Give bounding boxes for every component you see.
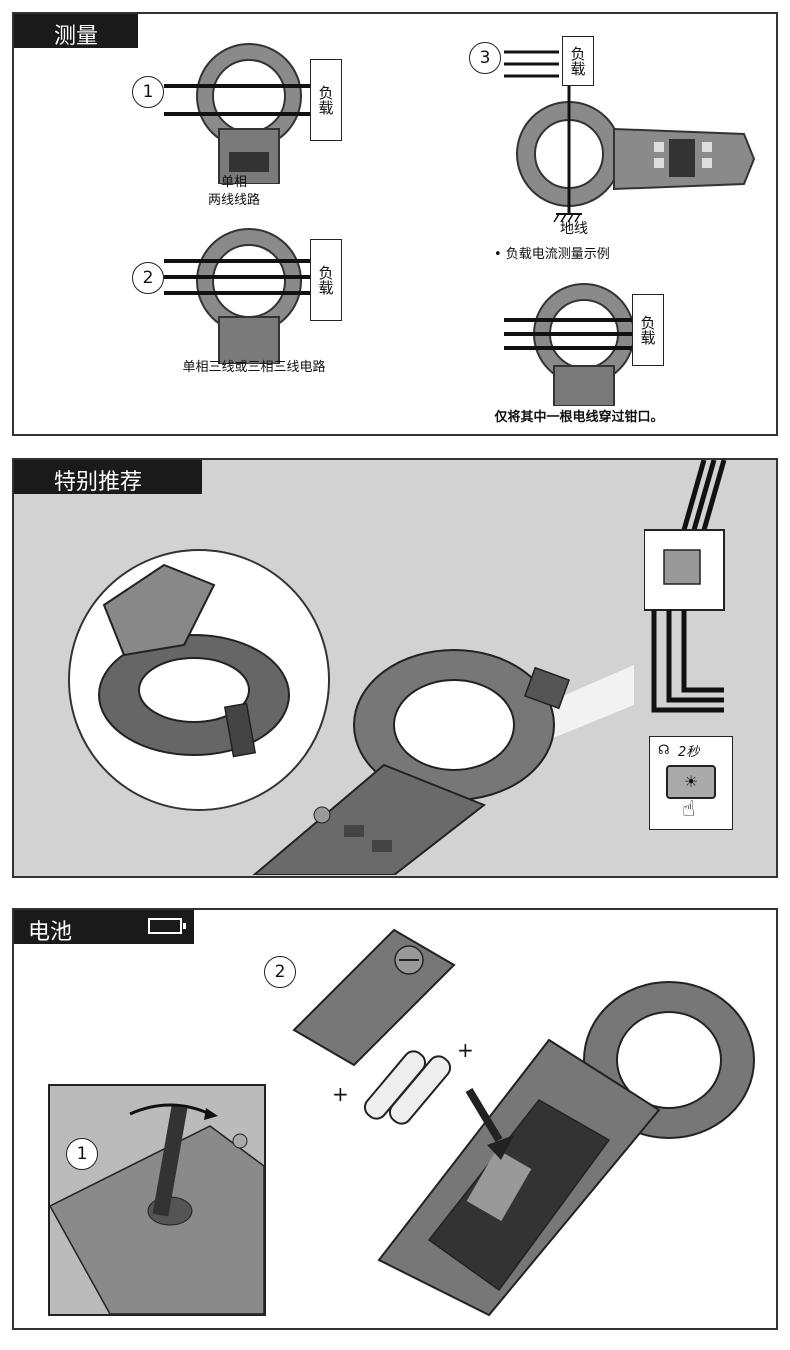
caption-three-wire: 单相三线或三相三线电路 <box>182 360 326 375</box>
lamp-icon: ☊ <box>658 743 670 758</box>
backlight-button[interactable]: ☀ <box>666 765 716 799</box>
jaw-closeup-illustration <box>68 549 330 811</box>
load-box-4: 负载 <box>632 294 664 366</box>
battery-title: 电池 <box>14 910 194 945</box>
recommend-panel: 特别推荐 ☊ 2秒 ☀ ☝ <box>12 458 778 878</box>
plus-sign-right: + <box>457 1038 474 1062</box>
batteries-illustration <box>363 1050 452 1125</box>
clamp-three-wire-diagram <box>164 228 324 364</box>
clamp-single-wire-diagram <box>504 283 649 406</box>
step-1-badge: 1 <box>132 76 164 108</box>
caption-single-phase-line2: 两线线路 <box>207 193 260 208</box>
measurement-panel: 测量 负载 1 单相 两线线路 负载 2 单相三线或三相三线电路 3 <box>12 12 778 436</box>
load-box-3: 负载 <box>562 36 594 86</box>
battery-step-1-badge: 1 <box>66 1138 98 1170</box>
clamp-ground-diagram <box>504 50 756 223</box>
breaker-illustration <box>644 460 727 713</box>
plus-sign-left: + <box>332 1082 349 1106</box>
caption-single-phase: 单相 两线线路 <box>184 174 284 210</box>
screwdriver-illustration <box>50 1103 264 1314</box>
battery-cover-illustration <box>292 928 456 1067</box>
battery-title-text: 电池 <box>28 920 73 945</box>
backlight-button-inset: ☊ 2秒 ☀ ☝ <box>649 736 733 830</box>
clamp-meter-illustration <box>252 649 634 875</box>
ground-label: 地线 <box>560 221 588 237</box>
caption-single-phase-line1: 单相 <box>220 175 247 190</box>
battery-icon <box>148 918 186 934</box>
clamp-two-wire-diagram <box>164 43 324 184</box>
battery-step-2-badge: 2 <box>264 956 296 988</box>
finger-icon: ☝ <box>682 797 696 822</box>
timer-label: 2秒 <box>678 745 700 760</box>
step-3-badge: 3 <box>469 42 501 74</box>
load-box-2: 负载 <box>310 239 342 321</box>
measurement-title: 测量 <box>14 14 139 49</box>
battery-panel: 电池 2 + + 1 <box>12 908 778 1330</box>
meter-open-battery-illustration <box>377 981 755 1317</box>
single-wire-caption: 仅将其中一根电线穿过钳口。 <box>494 410 664 425</box>
load-box-1: 负载 <box>310 59 342 141</box>
step-2-badge: 2 <box>132 262 164 294</box>
screwdriver-inset: 1 <box>48 1084 266 1316</box>
load-current-example-caption: • 负载电流测量示例 <box>494 247 610 262</box>
sun-icon: ☀ <box>683 772 699 791</box>
recommend-title: 特别推荐 <box>14 460 203 495</box>
